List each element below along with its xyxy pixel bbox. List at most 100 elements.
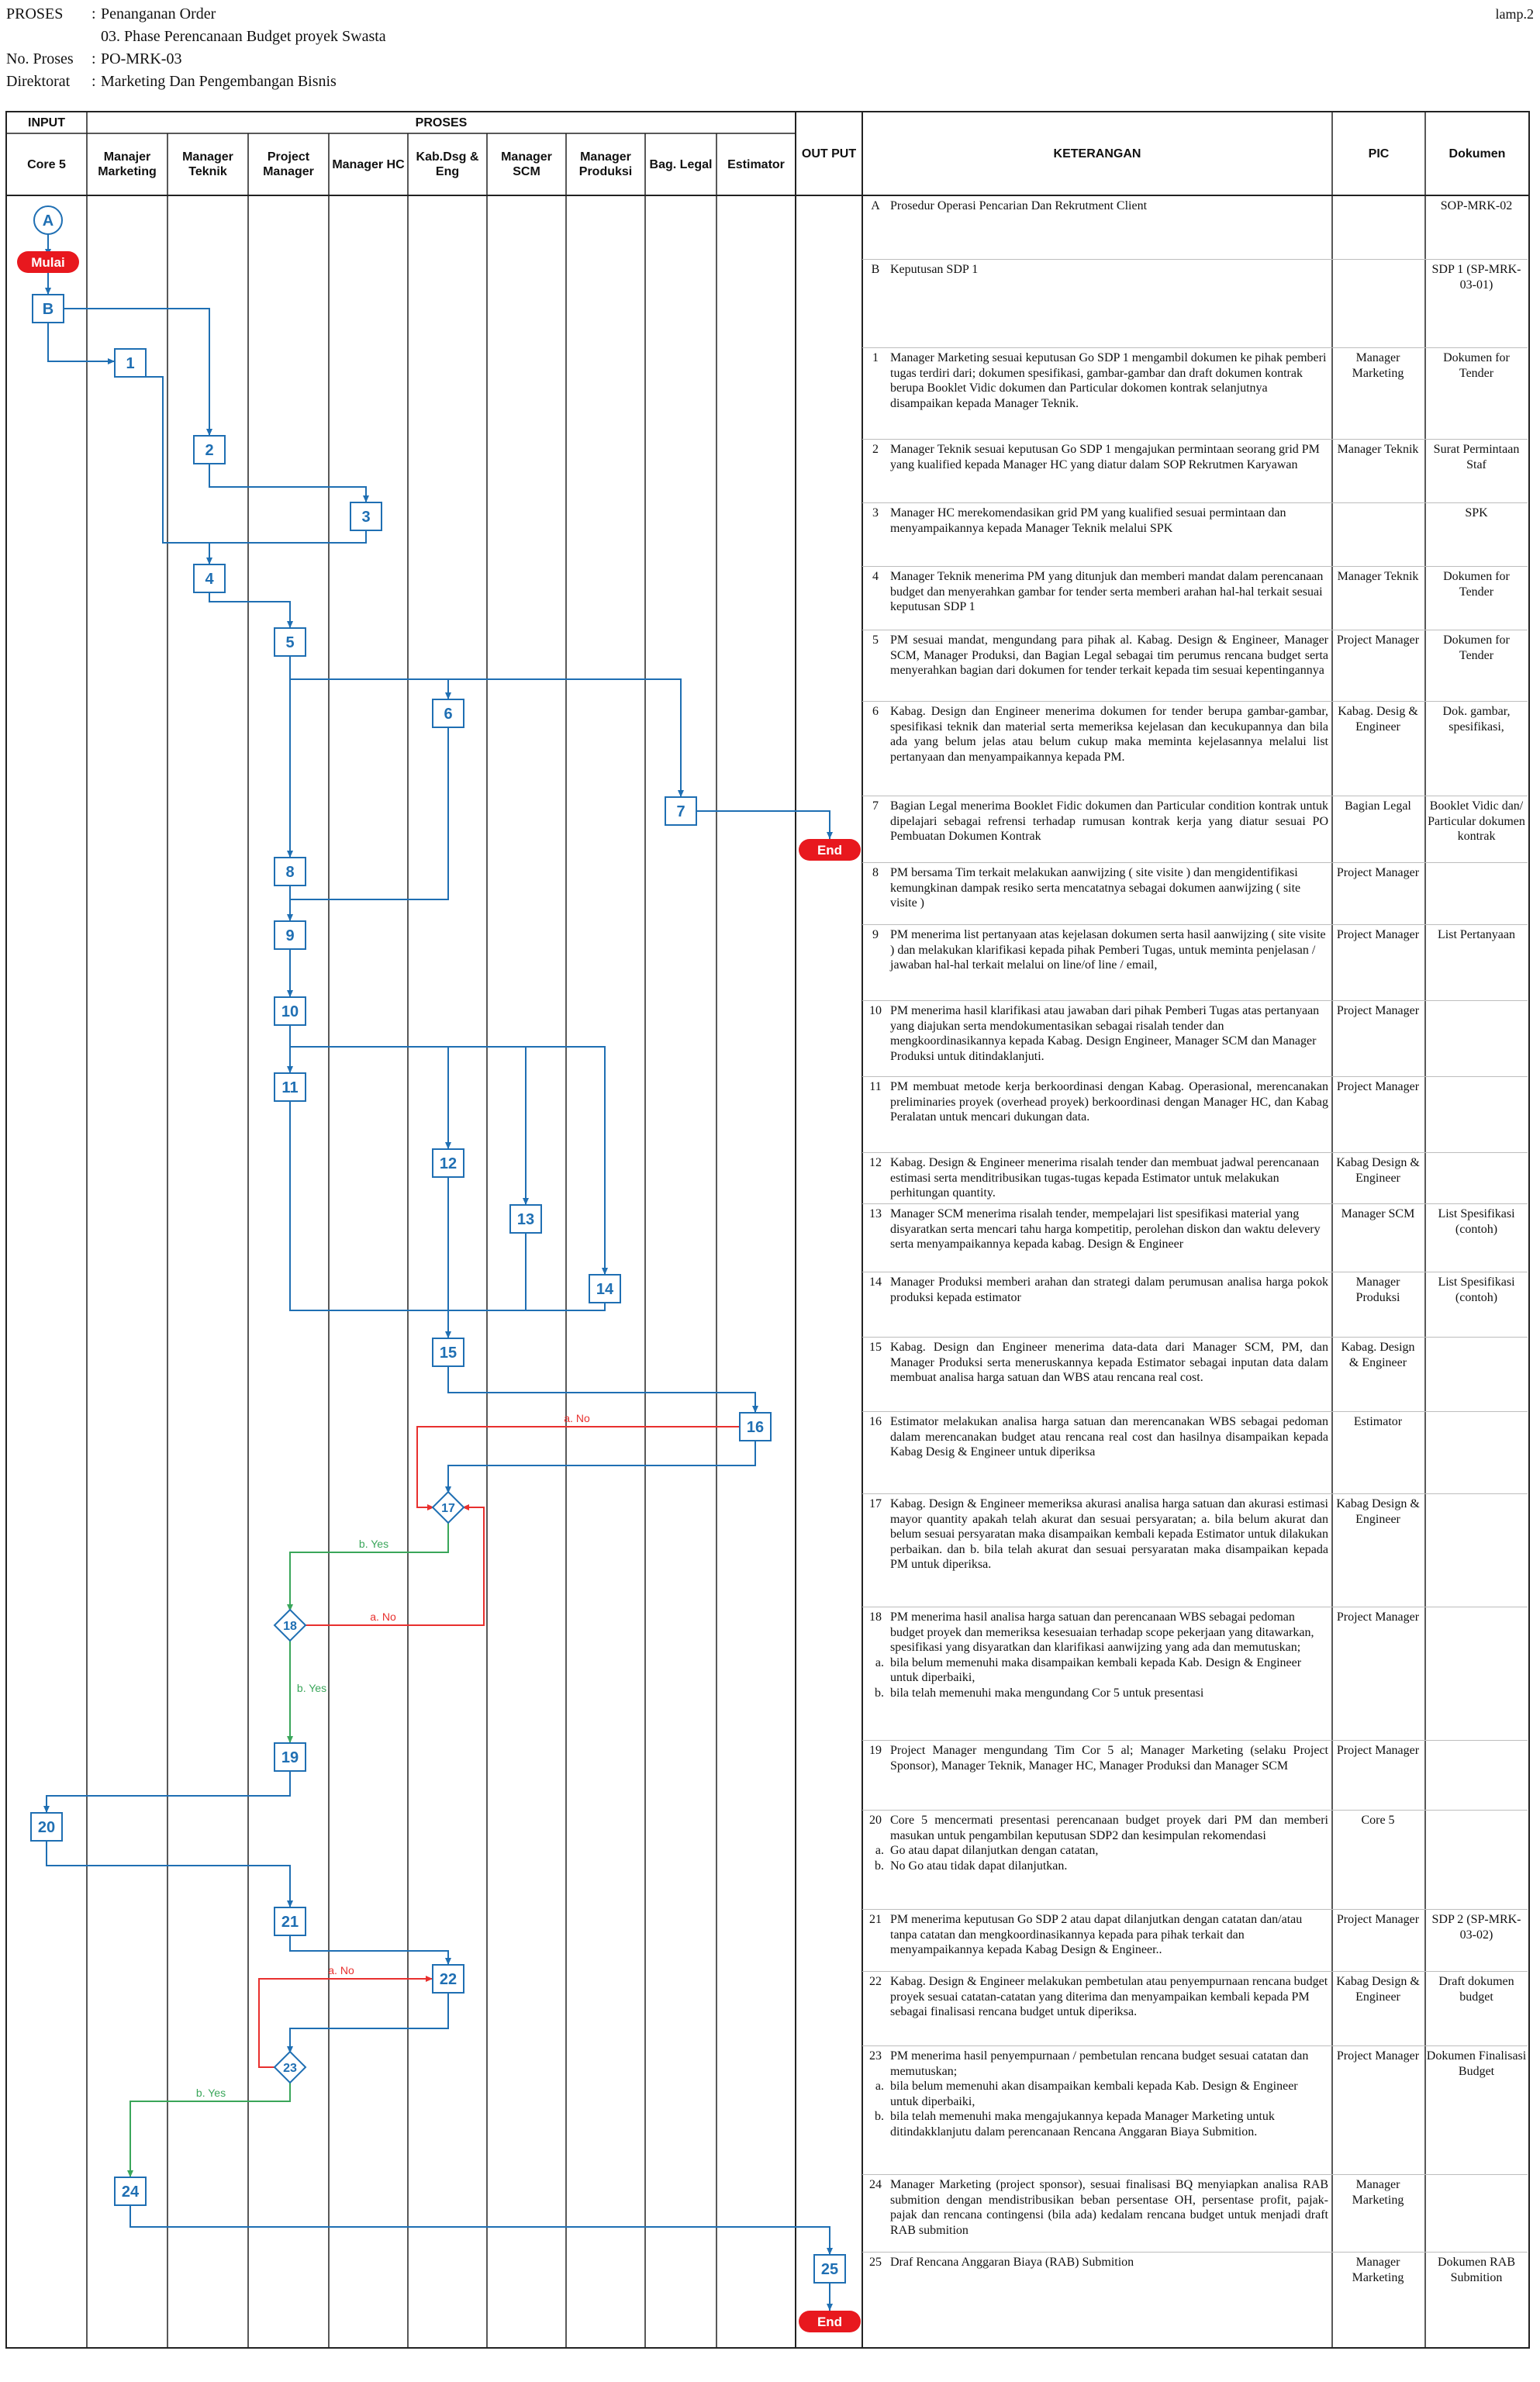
description-row: 12 Kabag. Design & Engineer menerima risa… (862, 1152, 1528, 1204)
process-box-frame (274, 996, 306, 1026)
row-number: 2 (872, 443, 879, 456)
header-colon: : (92, 50, 96, 67)
process-box-frame (193, 564, 226, 593)
row-description: Core 5 mencermati presentasi perencanaan… (875, 1813, 1328, 1873)
process-box-frame (274, 627, 306, 657)
process-box-frame (350, 502, 382, 531)
row-number: 11 (869, 1080, 882, 1093)
process-number: 14 (596, 1281, 614, 1298)
row-text: Manager Marketing (project sponsor), ses… (890, 2178, 1328, 2237)
header-line: No. Proses:PO-MRK-03 (6, 48, 181, 70)
edge-5-7 (290, 678, 684, 797)
row-description: Manager HC merekomendasikan grid PM yang… (890, 506, 1328, 536)
connector-a: A (33, 205, 63, 235)
edge-B-1 (47, 323, 115, 364)
row-number: 12 (869, 1156, 882, 1169)
row-number: 3 (872, 506, 879, 520)
row-description: Kabag. Design & Engineer menerima risala… (890, 1155, 1328, 1201)
process-box-5: 5 (274, 627, 306, 657)
process-box-frame (114, 348, 147, 378)
process-number: 13 (517, 1211, 534, 1228)
row-subitem-text: bila telah memenuhi maka mengundang Cor … (890, 1686, 1204, 1700)
row-subitem-letter: b. (875, 2110, 884, 2123)
row-document: Booklet Vidic dan/ Particular dokumen ko… (1428, 799, 1525, 843)
process-box-frame (30, 1812, 63, 1842)
terminal-shape (799, 2311, 861, 2332)
terminal-shape (799, 839, 861, 861)
process-box-21: 21 (274, 1907, 306, 1936)
terminal-label: End (817, 843, 842, 858)
edge-label: a. No (370, 1610, 396, 1623)
description-row: 11 PM membuat metode kerja berkoordinasi … (862, 1076, 1528, 1153)
row-text: Kabag. Design & Engineer memeriksa akura… (890, 1497, 1328, 1571)
row-description: PM membuat metode kerja berkoordinasi de… (890, 1079, 1328, 1125)
row-text: PM menerima hasil penyempurnaan / pembet… (890, 2049, 1309, 2078)
lane-header: Manager HC (332, 157, 405, 171)
process-box-2: 2 (193, 435, 226, 464)
header-colon: : (92, 5, 96, 22)
row-subitem-letter: b. (875, 1686, 884, 1700)
process-number: 4 (205, 571, 214, 588)
row-pic: Manager Produksi (1355, 1276, 1400, 1304)
row-pic: Project Manager (1336, 1913, 1420, 1926)
process-box-15: 15 (432, 1338, 464, 1367)
row-subitem: a.Go atau dapat dilanjutkan dengan catat… (875, 1843, 1328, 1859)
row-description: Project Manager mengundang Tim Cor 5 al;… (890, 1743, 1328, 1773)
row-description: Manager Teknik menerima PM yang ditunjuk… (890, 569, 1328, 615)
process-number: 16 (747, 1419, 764, 1436)
row-document: SDP 2 (SP-MRK-03-02) (1431, 1913, 1521, 1942)
row-number: 6 (872, 705, 879, 718)
lane-header: Project Manager (263, 150, 314, 178)
row-text: Kabag. Design dan Engineer menerima data… (890, 1341, 1328, 1384)
row-text: PM menerima hasil analisa harga satuan d… (890, 1610, 1314, 1654)
row-description: Manager SCM menerima risalah tender, mem… (890, 1207, 1328, 1252)
process-number: 6 (444, 706, 452, 723)
row-description: Manager Marketing sesuai keputusan Go SD… (890, 350, 1328, 411)
row-pic: Manager SCM (1341, 1207, 1415, 1220)
row-document: List Pertanyaan (1438, 928, 1515, 941)
process-box-B: B (32, 294, 64, 323)
row-text: Project Manager mengundang Tim Cor 5 al;… (890, 1744, 1328, 1773)
row-text: Kabag. Design & Engineer menerima risala… (890, 1156, 1320, 1200)
row-description: Manager Teknik sesuai keputusan Go SDP 1… (890, 442, 1328, 472)
process-box-frame (665, 796, 697, 826)
row-subitem-letter: b. (875, 1859, 884, 1873)
row-pic: Project Manager (1336, 1744, 1420, 1757)
process-box-1: 1 (114, 348, 147, 378)
row-document: Dok. gambar, spesifikasi, (1442, 705, 1511, 734)
row-description: PM menerima hasil klarifikasi atau jawab… (890, 1003, 1328, 1064)
row-pic: Kabag. Design & Engineer (1341, 1341, 1415, 1369)
header-label: Direktorat (6, 73, 71, 90)
process-box-frame (274, 1072, 306, 1102)
row-pic: Project Manager (1336, 1004, 1420, 1017)
row-text: Bagian Legal menerima Booklet Fidic doku… (890, 799, 1328, 843)
connector-circle (33, 205, 63, 235)
edge-23-yes (127, 2081, 291, 2177)
row-number: 1 (872, 351, 879, 364)
row-pic: Project Manager (1336, 2049, 1420, 2063)
row-subitem: b. bila telah memenuhi maka mengundang Co… (875, 1686, 1328, 1701)
start-terminal: Mulai (17, 251, 79, 273)
row-description: Manager Marketing (project sponsor), ses… (890, 2177, 1328, 2238)
edge-6-8 (290, 727, 449, 900)
process-number: 10 (281, 1003, 299, 1020)
table-grid (5, 111, 1530, 2349)
header-colon: : (92, 73, 96, 90)
header-value: Marketing Dan Pengembangan Bisnis (101, 73, 337, 90)
process-box-24: 24 (114, 2177, 147, 2206)
row-description: Keputusan SDP 1 (890, 262, 1328, 278)
edge-5-6 (290, 678, 451, 699)
row-subitem-letter: a. (875, 1655, 884, 1669)
row-text: Kabag. Design dan Engineer menerima doku… (890, 705, 1328, 764)
process-box-4: 4 (193, 564, 226, 593)
description-row: 2 Manager Teknik sesuai keputusan Go SDP … (862, 439, 1528, 503)
header-line: 03. Phase Perencanaan Budget proyek Swas… (6, 26, 386, 47)
row-text: Kabag. Design & Engineer melakukan pembe… (890, 1975, 1328, 2018)
process-box-frame (274, 1742, 306, 1772)
row-number: 25 (869, 2256, 882, 2269)
process-box-20: 20 (30, 1812, 63, 1842)
